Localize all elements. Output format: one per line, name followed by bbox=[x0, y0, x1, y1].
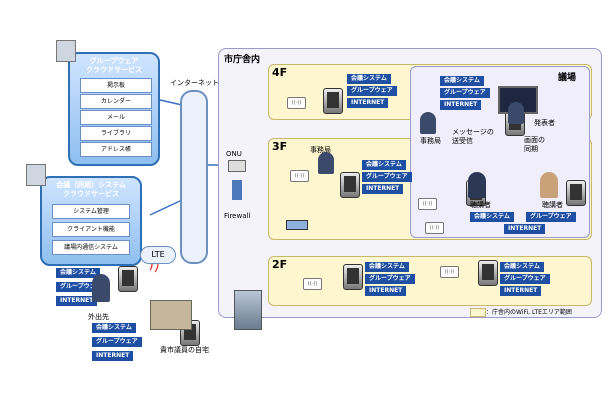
city-hall-label: 市庁舎内 bbox=[224, 55, 261, 65]
groupware-cloud-title: グループウェア bbox=[89, 57, 139, 65]
outside-person-icon bbox=[92, 274, 110, 302]
tag-meeting-hall: 会議システム bbox=[440, 76, 484, 86]
server-icon bbox=[26, 164, 46, 186]
access-point-2f-b: ((·)) bbox=[440, 266, 459, 278]
tag-internet-listeners: INTERNET bbox=[504, 224, 546, 234]
tag-internet-2f-a: INTERNET bbox=[365, 286, 407, 296]
floor-2f-label: 2F bbox=[272, 258, 288, 271]
access-point-4f: ((·)) bbox=[287, 97, 306, 109]
person-icon bbox=[420, 112, 436, 134]
tablet-icon bbox=[343, 264, 363, 290]
tag-groupware-home: グループウェア bbox=[92, 337, 142, 347]
firewall-label: Firewall bbox=[224, 212, 251, 220]
tag-meeting-2f-b: 会議システム bbox=[500, 262, 544, 272]
house-icon bbox=[150, 300, 192, 330]
tag-internet-3f: INTERNET bbox=[362, 184, 404, 194]
tag-groupware-3f: グループウェア bbox=[362, 172, 412, 182]
service-library: ライブラリ bbox=[80, 126, 152, 141]
onu-label: ONU bbox=[226, 150, 242, 158]
listener-icon bbox=[540, 172, 558, 198]
server-icon bbox=[56, 40, 76, 62]
presenter-icon bbox=[508, 102, 524, 124]
tag-internet-outside: INTERNET bbox=[56, 296, 98, 306]
legend-label: ：庁舎内のWiFi, LTEエリア範囲 bbox=[486, 309, 572, 316]
tag-internet-4f: INTERNET bbox=[347, 98, 389, 108]
service-address-book: アドレス帳 bbox=[80, 142, 152, 157]
tag-groupware-2f-b: グループウェア bbox=[500, 274, 550, 284]
tablet-icon bbox=[478, 260, 498, 286]
tag-meeting-listener1: 会議システム bbox=[470, 212, 514, 222]
access-point-hall-a: ((·)) bbox=[418, 198, 437, 210]
service-bulletin-board: 掲示板 bbox=[80, 78, 152, 93]
service-system-admin: システム管理 bbox=[52, 204, 130, 219]
tag-groupware-outside: グループウェア bbox=[56, 282, 106, 292]
tag-groupware-4f: グループウェア bbox=[347, 86, 397, 96]
listener1-label: 聴講者 bbox=[470, 201, 491, 209]
groupware-cloud-subtitle: クラウドサービス bbox=[86, 66, 142, 74]
meeting-cloud-title: 会議（同期）システム bbox=[56, 181, 126, 189]
tablet-icon bbox=[118, 266, 138, 292]
tag-meeting-2f-a: 会議システム bbox=[365, 262, 409, 272]
tag-meeting-home: 会議システム bbox=[92, 323, 136, 333]
tag-groupware-hall: グループウェア bbox=[440, 88, 490, 98]
assembly-label: 議場 bbox=[558, 73, 577, 83]
service-client-function: クライアント機能 bbox=[52, 222, 130, 237]
lte-label: LTE bbox=[140, 246, 176, 264]
access-point-2f-a: ((·)) bbox=[303, 278, 322, 290]
service-calendar: カレンダー bbox=[80, 94, 152, 109]
tag-meeting-3f: 会議システム bbox=[362, 160, 406, 170]
home-label: 貴市議員の自宅 bbox=[160, 346, 209, 354]
presenter-label: 発表者 bbox=[534, 119, 555, 127]
tag-groupware-listener2: グループウェア bbox=[526, 212, 576, 222]
groupware-cloud-panel: グループウェア クラウドサービス 掲示板 カレンダー メール ライブラリ アドレ… bbox=[68, 52, 160, 166]
person-icon bbox=[318, 152, 334, 174]
service-hall-comm: 議場内通信システム bbox=[52, 240, 130, 255]
tag-groupware-2f-a: グループウェア bbox=[365, 274, 415, 284]
tablet-icon bbox=[323, 88, 343, 114]
floor-4f-label: 4F bbox=[272, 66, 288, 79]
onu-icon bbox=[228, 160, 246, 172]
access-point-hall-b: ((·)) bbox=[425, 222, 444, 234]
meeting-cloud-panel: 会議（同期）システム クラウドサービス システム管理 クライアント機能 議場内通… bbox=[40, 176, 142, 266]
tablet-icon bbox=[340, 172, 360, 198]
floor-3f-label: 3F bbox=[272, 140, 288, 153]
city-hall-building-icon bbox=[234, 290, 262, 330]
sync-label: 画面の 同期 bbox=[524, 136, 545, 153]
internet-label: インターネット bbox=[170, 79, 219, 87]
office-label-hall: 事務局 bbox=[420, 137, 441, 145]
tablet-icon bbox=[566, 180, 586, 206]
service-mail: メール bbox=[80, 110, 152, 125]
access-point-3f: ((·)) bbox=[290, 170, 309, 182]
firewall-icon bbox=[232, 180, 242, 200]
legend-swatch bbox=[470, 308, 486, 317]
listener2-label: 聴講者 bbox=[542, 201, 563, 209]
tag-internet-2f-b: INTERNET bbox=[500, 286, 542, 296]
office-label-3f: 事務局 bbox=[310, 146, 331, 154]
switch-icon bbox=[286, 220, 308, 230]
listener-icon bbox=[468, 172, 486, 198]
tag-internet-hall: INTERNET bbox=[440, 100, 482, 110]
tag-meeting-outside: 会議システム bbox=[56, 268, 100, 278]
tag-meeting-4f: 会議システム bbox=[347, 74, 391, 84]
tag-internet-home: INTERNET bbox=[92, 351, 134, 361]
message-label: メッセージの 送受信 bbox=[452, 128, 494, 145]
internet-cloud bbox=[180, 90, 208, 264]
outside-label: 外出先 bbox=[88, 313, 109, 321]
meeting-cloud-subtitle: クラウドサービス bbox=[63, 190, 119, 198]
